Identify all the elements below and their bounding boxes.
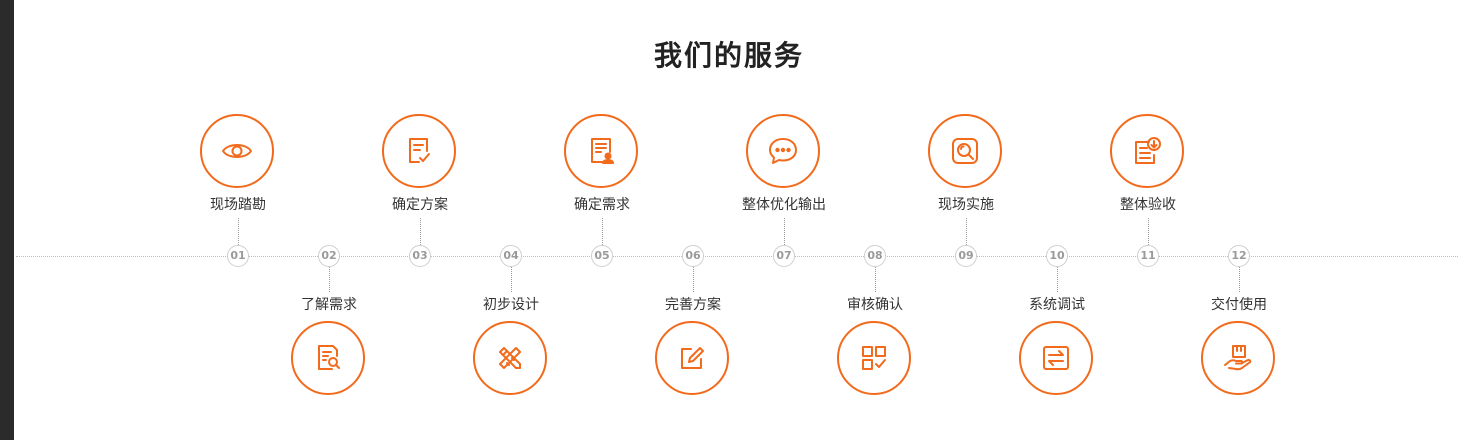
step-number: 05: [591, 245, 613, 267]
step-connector: [966, 218, 967, 245]
step-label: 现场实施: [938, 197, 994, 213]
step-connector: [1057, 267, 1058, 292]
step-number: 04: [500, 245, 522, 267]
step-number: 01: [227, 245, 249, 267]
step-circle[interactable]: [1019, 321, 1093, 395]
step-label: 了解需求: [301, 297, 357, 313]
grid-check-icon: [862, 346, 886, 370]
step-circle[interactable]: [1110, 114, 1184, 188]
step-label: 审核确认: [847, 297, 903, 313]
step-connector: [784, 218, 785, 245]
step-circle[interactable]: [655, 321, 729, 395]
step-number: 06: [682, 245, 704, 267]
step-number: 12: [1228, 245, 1250, 267]
step-number: 02: [318, 245, 340, 267]
left-edge-bar: [0, 0, 14, 440]
step-connector: [693, 267, 694, 292]
step-label: 整体验收: [1120, 197, 1176, 213]
step-connector: [329, 267, 330, 292]
step-circle[interactable]: [1201, 321, 1275, 395]
step-number: 07: [773, 245, 795, 267]
step-connector: [420, 218, 421, 245]
document-download-icon: [1135, 137, 1161, 164]
step-connector: [602, 218, 603, 245]
step-circle[interactable]: [928, 114, 1002, 188]
step-label: 初步设计: [483, 297, 539, 313]
step-connector: [511, 267, 512, 292]
step-number: 09: [955, 245, 977, 267]
document-search-icon: [318, 345, 340, 370]
document-check-icon: [409, 138, 430, 163]
step-circle[interactable]: [837, 321, 911, 395]
chat-bubble-icon: [769, 138, 797, 164]
step-number: 03: [409, 245, 431, 267]
step-number: 08: [864, 245, 886, 267]
step-label: 完善方案: [665, 297, 721, 313]
step-label: 确定需求: [574, 197, 630, 213]
step-connector: [875, 267, 876, 292]
eye-icon: [222, 144, 252, 158]
step-number: 10: [1046, 245, 1068, 267]
step-circle[interactable]: [291, 321, 365, 395]
step-label: 确定方案: [392, 197, 448, 213]
step-circle[interactable]: [746, 114, 820, 188]
document-user-icon: [591, 138, 614, 164]
step-circle[interactable]: [382, 114, 456, 188]
hand-box-icon: [1224, 345, 1252, 371]
step-label: 系统调试: [1029, 297, 1085, 313]
exchange-icon: [1043, 346, 1069, 370]
step-circle[interactable]: [200, 114, 274, 188]
step-label: 整体优化输出: [742, 197, 826, 213]
timeline-line: [16, 256, 1458, 257]
step-connector: [1239, 267, 1240, 292]
step-connector: [1148, 218, 1149, 245]
step-label: 交付使用: [1211, 297, 1267, 313]
step-connector: [238, 218, 239, 245]
step-circle[interactable]: [564, 114, 638, 188]
pencil-ruler-icon: [499, 347, 521, 369]
step-number: 11: [1137, 245, 1159, 267]
step-circle[interactable]: [473, 321, 547, 395]
magnifier-icon: [952, 138, 978, 164]
edit-icon: [681, 347, 704, 369]
page-title: 我们的服务: [653, 39, 804, 72]
step-label: 现场踏勘: [210, 197, 266, 213]
